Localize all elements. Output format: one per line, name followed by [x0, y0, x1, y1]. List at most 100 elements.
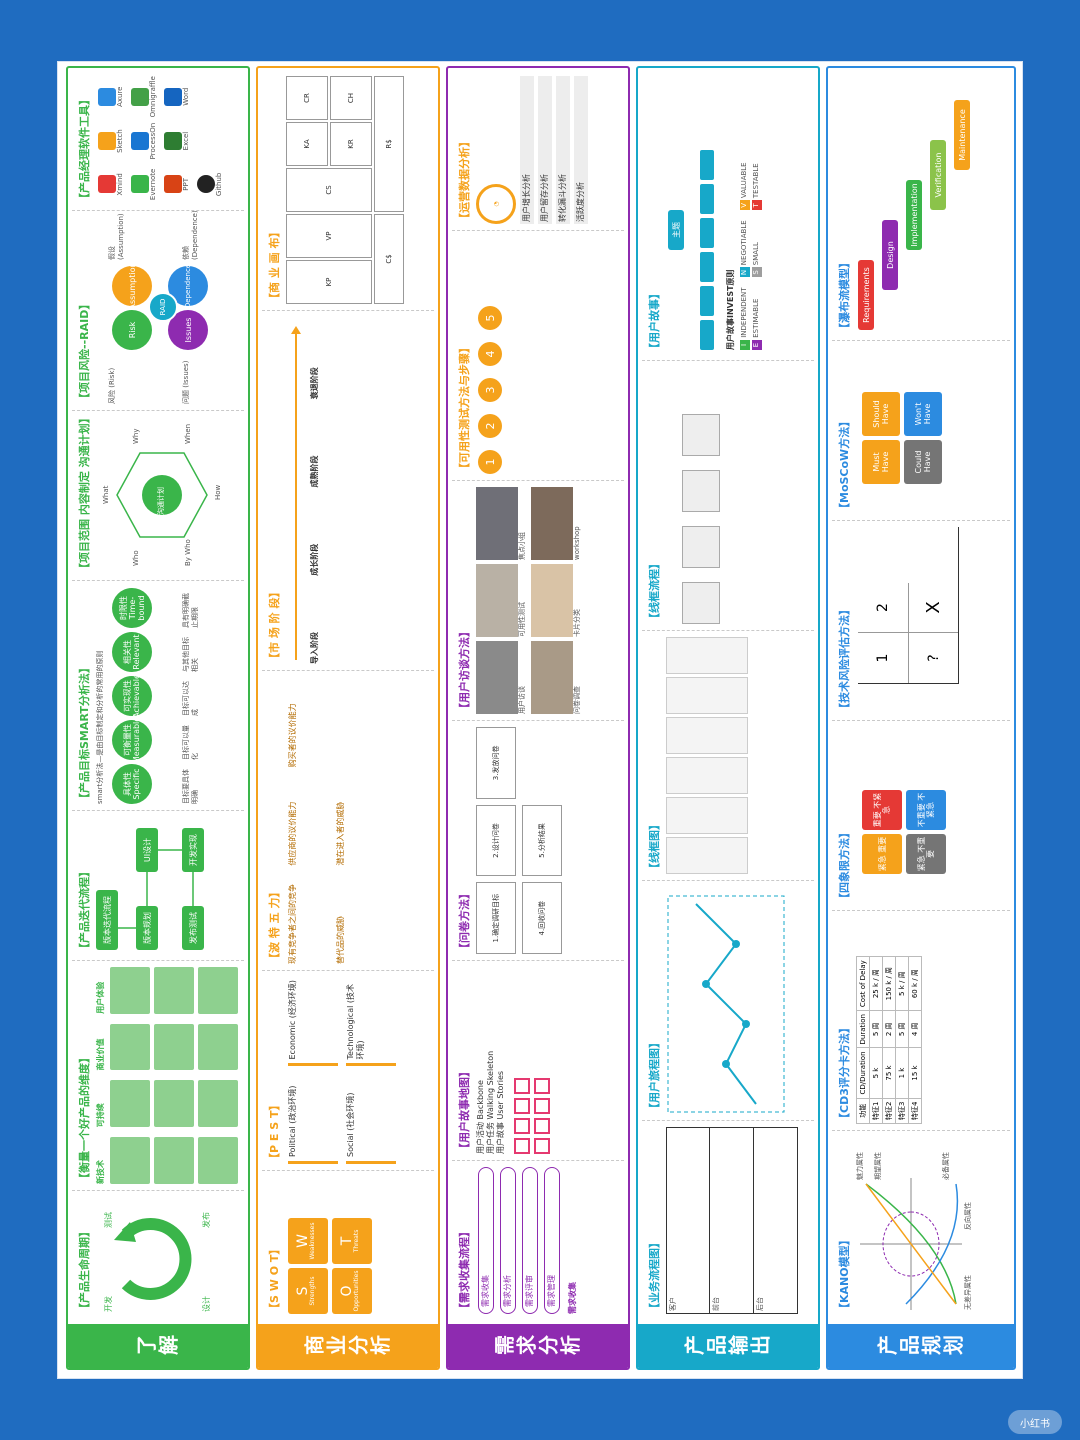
tech-risk-cell: ? — [908, 633, 958, 683]
story-card — [534, 1078, 550, 1094]
tool-evernote: Evernote — [131, 165, 158, 204]
wireframe-title: 【线框图】 — [648, 819, 661, 874]
survey-title: 【问卷方法】 — [458, 888, 471, 954]
good-product-block — [198, 1080, 238, 1128]
band-output: 产品输出 【业务流程图】 客户 前台 后台 【用户旅程图】 — [636, 66, 820, 1370]
band-planning-title: 产品规划 — [828, 1324, 1014, 1368]
collect-step: 需求收集 — [478, 1167, 494, 1314]
lifecycle-title: 【产品生命周期】 — [78, 1226, 91, 1314]
usability-step: 5 — [478, 306, 502, 330]
pest-grid: Political (政治环境) Economic (经济环境) Social … — [288, 977, 396, 1164]
plan-label: Who — [132, 550, 140, 566]
quadrant-grid: 紧急 重要 重要 不紧急 紧急 不重要 不重要 不紧急 — [862, 727, 946, 874]
user-story-card — [700, 320, 714, 350]
good-product-col-label: 新技术 — [96, 1160, 105, 1184]
tools-section: 【产品经理软件工具】 Xmind Sketch Axure Evernote P… — [72, 70, 244, 210]
kano-label: 反向属性 — [964, 1202, 972, 1230]
user-stories-root: 主题 — [668, 210, 684, 250]
journey-curve — [667, 895, 785, 1113]
good-product-block — [110, 1080, 150, 1128]
story-card — [534, 1098, 550, 1114]
canvas-section: 【商 业 画 布】 KP KA VP CR CS KR CH C$ R$ — [262, 70, 434, 310]
market-section: 【市 场 阶 段】 导入阶段 成长阶段 成熟阶段 衰退阶段 — [262, 310, 434, 670]
page-flow-title: 【线框流程】 — [648, 558, 661, 624]
canvas-cell: R$ — [374, 76, 404, 212]
interview-photo: workshop — [531, 487, 582, 560]
smart-note: 具有明确截止期限 — [182, 593, 199, 628]
good-product-block — [198, 1023, 238, 1071]
lifecycle-label-release: 发布 — [202, 1212, 211, 1228]
interview-title: 【用户访谈方法】 — [458, 626, 471, 714]
tech-risk-cell: 1 — [875, 653, 891, 663]
collect-title: 【需求收集流程】 — [458, 1226, 471, 1314]
tool-xmind: Xmind — [98, 165, 125, 204]
smart-note: 目标要具体明确 — [182, 769, 199, 804]
page-flow-screen — [682, 582, 720, 624]
tool-axure: Axure — [98, 76, 125, 117]
raid-label: 问题 (Issues) — [182, 360, 190, 404]
good-product-block — [154, 967, 194, 1014]
collect-step: 需求管理 — [544, 1167, 560, 1314]
lifecycle-label-test: 测试 — [104, 1212, 113, 1228]
user-stories-section: 【用户故事】 主题 用户故事INVEST原则 I INDEPENDENT N N… — [642, 70, 814, 360]
good-product-col-label: 商业价值 — [96, 1038, 105, 1071]
watermark: 小红书 — [1008, 1410, 1062, 1434]
pest-item: Social (社会环境) — [346, 1074, 396, 1164]
page-flow-screen — [682, 414, 720, 456]
invest-item: S SMALL — [752, 220, 762, 278]
smart-intro: smart分析法—是由目标制定和分析的常用的原则 — [96, 650, 104, 804]
plan-title: 【项目范围 内容制定 沟通计划】 — [78, 412, 91, 574]
waterfall-step: Implementation — [906, 180, 922, 250]
story-map-row: 用户故事 User Stories — [496, 1070, 505, 1154]
interview-photo: 可用性测试 — [476, 564, 527, 637]
wireframe-screen — [666, 717, 748, 754]
story-map-grid — [514, 967, 550, 1154]
moscow-grid: Must Have Should Have Could Have Won't H… — [862, 347, 942, 484]
five-forces-section: 【波 特 五 力】 现有竞争者之间的竞争 供应商的议价能力 购买者的议价能力 替… — [262, 670, 434, 970]
wireframe-screen — [666, 637, 748, 674]
usability-step: 4 — [478, 342, 502, 366]
user-story-card — [700, 218, 714, 248]
ops-section: 【运营数据分析】 ◔ 用户增长分析 用户留存分析 转化漏斗分析 活跃度分析 — [452, 70, 624, 230]
collect-step: 需求评审 — [522, 1167, 538, 1314]
invest-item: E ESTIMABLE — [752, 287, 762, 350]
page-flow-screen — [682, 526, 720, 568]
survey-step: 3.发放问卷 — [476, 727, 516, 799]
ops-item: 转化漏斗分析 — [556, 76, 570, 224]
canvas-cell: KA — [286, 122, 328, 166]
waterfall-title: 【瀑布流模型】 — [838, 257, 851, 334]
good-product-block — [110, 1137, 150, 1184]
band-demand: 需求分析 【需求收集流程】 需求收集 需求分析 需求评审 需求管理 需求收集 【… — [446, 66, 630, 1370]
waterfall-section: 【瀑布流模型】 Requirements Design Implementati… — [832, 70, 1010, 340]
good-product-block — [154, 1080, 194, 1128]
good-product-block — [198, 1137, 238, 1184]
pest-item: Economic (经济环境) — [288, 977, 338, 1067]
market-grid: 导入阶段 成长阶段 成熟阶段 衰退阶段 — [310, 317, 320, 664]
canvas-cell: C$ — [374, 214, 404, 304]
lifecycle-section: 【产品生命周期】 开发 测试 发布 设计 — [72, 1190, 244, 1320]
quadrant-cell: 重要 不紧急 — [862, 790, 902, 830]
biz-flow-section: 【业务流程图】 客户 前台 后台 — [642, 1120, 814, 1320]
invest-list: I INDEPENDENT N NEGOTIABLE V VALUABLE E … — [740, 162, 762, 350]
interview-photo: 用户访谈 — [476, 641, 527, 714]
smart-note: 目标可以达成 — [182, 681, 199, 716]
five-forces-item: 潜在进入者的威胁 — [336, 801, 345, 866]
raid-risk: Risk — [112, 310, 152, 350]
survey-step: 2.设计问卷 — [476, 804, 516, 877]
tech-risk-grid: 1 2 ? X — [858, 527, 959, 684]
band-planning: 产品规划 【KANO模型】 魅力属性 期望属性 必备属性 无差异属性 反向属性 … — [826, 66, 1016, 1370]
smart-circle-measurable: 可衡量性 Measurable — [112, 717, 152, 763]
story-card — [514, 1078, 530, 1094]
market-item: 成熟阶段 — [310, 455, 319, 488]
biz-flow-lane: 前台 — [710, 1128, 754, 1313]
lifecycle-label-design: 设计 — [202, 1296, 211, 1312]
waterfall-step: Requirements — [858, 260, 874, 330]
raid-center: RAID — [148, 292, 178, 322]
collect-tag: 需求收集 — [568, 1282, 577, 1314]
